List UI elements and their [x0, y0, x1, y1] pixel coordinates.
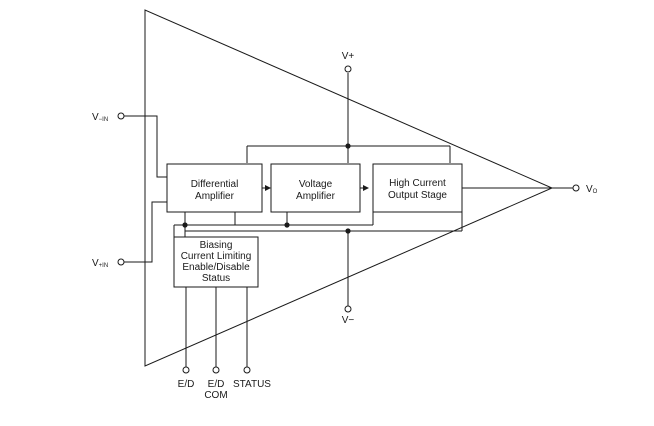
biasing-outputs — [185, 287, 248, 367]
voltage-label-line2: Amplifier — [296, 191, 336, 202]
vplus-label: V+ — [342, 51, 355, 62]
status-label: STATUS — [233, 379, 271, 390]
differential-label-line2: Amplifier — [195, 191, 235, 202]
vin-minus-wire — [124, 115, 167, 178]
vout-label: VO — [586, 184, 598, 195]
vminus-terminal — [344, 305, 352, 313]
vin-plus-terminal — [117, 258, 125, 266]
vin-minus-terminal — [117, 112, 125, 120]
voltage-amplifier-block — [270, 163, 361, 213]
ed-com-terminal — [212, 366, 220, 374]
junction-dot — [345, 228, 351, 234]
biasing-label-line2: Current Limiting — [181, 251, 252, 262]
vin-plus-wire — [124, 201, 167, 263]
vin-plus-label: V+IN — [92, 258, 108, 269]
ed-terminal — [182, 366, 190, 374]
signal-path — [262, 185, 573, 191]
ed-com-label-line2: COM — [204, 390, 227, 401]
biasing-label-line4: Status — [202, 273, 230, 284]
bottom-supply-rail — [173, 212, 463, 306]
top-supply-rail — [246, 73, 451, 163]
vplus-terminal — [344, 65, 352, 73]
biasing-label-line3: Enable/Disable — [182, 262, 250, 273]
vminus-label: V− — [342, 315, 355, 326]
ed-label: E/D — [178, 379, 195, 390]
biasing-block — [173, 236, 259, 288]
biasing-label-line1: Biasing — [200, 240, 233, 251]
ed-com-label-line1: E/D — [208, 379, 225, 390]
differential-amplifier-block — [166, 163, 263, 213]
output-label-line1: High Current — [389, 178, 446, 189]
differential-label-line1: Differential — [191, 179, 239, 190]
voltage-label-line1: Voltage — [299, 179, 333, 190]
junction-dot — [182, 222, 188, 228]
junction-dot — [345, 143, 351, 149]
junction-dot — [284, 222, 290, 228]
output-stage-block — [372, 163, 463, 213]
output-label-line2: Output Stage — [388, 190, 447, 201]
status-terminal — [243, 366, 251, 374]
vin-minus-label: V−IN — [92, 112, 108, 123]
vout-terminal — [572, 184, 580, 192]
